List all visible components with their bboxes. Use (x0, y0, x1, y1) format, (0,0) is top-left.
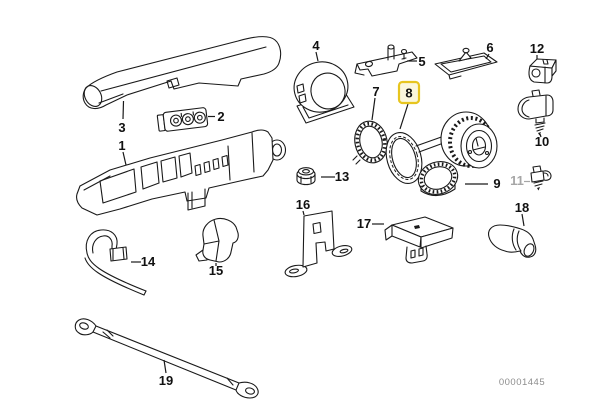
part-label-18[interactable]: 18 (515, 200, 529, 227)
part-7-drawing (352, 120, 388, 165)
part-19-drawing (74, 318, 259, 399)
part-16-drawing (284, 210, 353, 278)
part-label-12[interactable]: 12 (530, 41, 544, 59)
part-labels: 1 2 3 4 5 6 7 8 (118, 38, 549, 388)
label-6-text[interactable]: 6 (486, 40, 493, 55)
part-label-8[interactable]: 8 (397, 80, 421, 130)
lighter-socket-drawing (440, 111, 498, 169)
label-3-text[interactable]: 3 (118, 120, 125, 135)
label-19-text[interactable]: 19 (159, 373, 173, 388)
label-13-text[interactable]: 13 (335, 169, 349, 184)
part-label-9[interactable]: 9 (465, 176, 501, 191)
part-1-drawing (76, 129, 287, 216)
part-label-2[interactable]: 2 (208, 109, 225, 124)
label-7-text[interactable]: 7 (372, 84, 379, 99)
part-18-drawing (488, 224, 537, 258)
part-5-drawing (354, 44, 418, 77)
part-14-drawing (84, 229, 147, 296)
label-14-text[interactable]: 14 (141, 254, 156, 269)
label-9-text[interactable]: 9 (493, 176, 500, 191)
part-15-drawing (195, 217, 239, 263)
part-13-drawing (296, 167, 316, 186)
part-label-7[interactable]: 7 (371, 84, 380, 121)
part-8-drawing (385, 132, 450, 184)
label-16-text[interactable]: 16 (296, 197, 310, 212)
part-4-drawing (293, 61, 355, 124)
part-label-10[interactable]: 10 (535, 133, 549, 149)
label-17-text[interactable]: 17 (357, 216, 371, 231)
label-18-text[interactable]: 18 (515, 200, 529, 215)
highlight-box (397, 80, 421, 105)
label-15-text[interactable]: 15 (209, 263, 223, 278)
label-11-text[interactable]: 11 (510, 173, 524, 188)
part-17-drawing (384, 216, 454, 264)
label-12-text[interactable]: 12 (530, 41, 544, 56)
label-8-text[interactable]: 8 (405, 86, 412, 101)
label-2-text[interactable]: 2 (217, 109, 224, 124)
part-label-1[interactable]: 1 (118, 138, 127, 166)
part-2-drawing (156, 107, 209, 132)
part-10-drawing (517, 89, 554, 136)
part-label-17[interactable]: 17 (357, 216, 384, 231)
label-1-text[interactable]: 1 (118, 138, 125, 153)
diagram-number: 00001445 (499, 377, 545, 388)
part-label-15[interactable]: 15 (209, 263, 223, 278)
part-12-drawing (528, 58, 557, 84)
label-10-text[interactable]: 10 (535, 134, 549, 149)
part-9-drawing (417, 161, 459, 197)
part-label-4[interactable]: 4 (312, 38, 320, 62)
part-label-13[interactable]: 13 (321, 169, 349, 184)
part-3-drawing (82, 36, 282, 110)
part-11-drawing (530, 165, 552, 191)
part-label-5[interactable]: 5 (407, 54, 426, 69)
label-4-text[interactable]: 4 (312, 38, 320, 53)
part-label-19[interactable]: 19 (159, 359, 173, 388)
part-6-drawing (434, 47, 498, 80)
label-5-text[interactable]: 5 (418, 54, 425, 69)
part-label-3[interactable]: 3 (118, 100, 126, 135)
part-label-16[interactable]: 16 (296, 197, 310, 216)
part-label-11[interactable]: 11 (510, 173, 530, 188)
part-label-14[interactable]: 14 (131, 254, 156, 269)
part-label-6[interactable]: 6 (485, 40, 494, 60)
